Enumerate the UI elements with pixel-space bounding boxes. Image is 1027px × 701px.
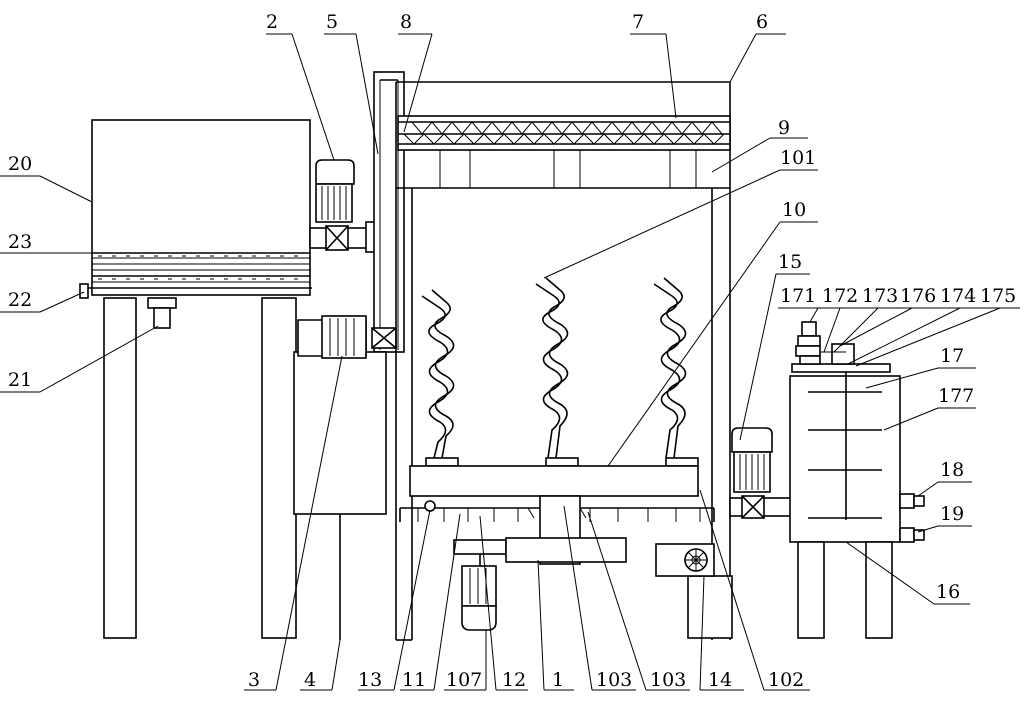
label-19: 19: [940, 503, 964, 525]
label-22: 22: [8, 289, 32, 311]
label-5: 5: [326, 11, 338, 33]
label-18: 18: [940, 459, 964, 481]
label-9: 9: [778, 117, 790, 139]
spiral-stirrers: [421, 277, 699, 467]
label-10: 10: [782, 199, 806, 221]
label-1: 1: [552, 669, 564, 691]
label-107: 107: [446, 669, 482, 691]
label-21: 21: [8, 369, 32, 391]
label-11: 11: [402, 669, 426, 691]
label-173: 173: [862, 285, 898, 307]
fan-14: [655, 543, 715, 577]
label-103a: 103: [596, 669, 632, 691]
label-2: 2: [266, 11, 278, 33]
storage-tank: [79, 119, 312, 639]
label-103b: 103: [650, 669, 686, 691]
mixing-tank: [789, 321, 925, 639]
motor-15: [729, 427, 793, 519]
label-12: 12: [502, 669, 526, 691]
motor-12: [461, 554, 497, 631]
label-175: 175: [980, 285, 1016, 307]
leader-lines: [0, 33, 1020, 691]
label-171: 171: [780, 285, 816, 307]
label-174: 174: [940, 285, 976, 307]
label-16: 16: [936, 581, 960, 603]
label-13: 13: [358, 669, 382, 691]
platform: [399, 465, 715, 565]
label-172: 172: [822, 285, 858, 307]
label-4: 4: [304, 669, 316, 691]
label-20: 20: [8, 153, 32, 175]
label-177: 177: [938, 385, 974, 407]
label-3: 3: [248, 669, 260, 691]
callout-labels: 2 5 8 7 6 9 101 10 15 171 172 173 176 17…: [8, 11, 1016, 691]
label-14: 14: [708, 669, 732, 691]
label-101: 101: [780, 147, 816, 169]
label-176: 176: [900, 285, 936, 307]
label-8: 8: [400, 11, 412, 33]
tank-4: [293, 315, 397, 640]
label-7: 7: [632, 11, 644, 33]
lift-pipe: [373, 71, 405, 353]
screw-conveyor: [397, 115, 731, 188]
label-6: 6: [756, 11, 768, 33]
filter-screen: [98, 255, 298, 280]
label-15: 15: [778, 251, 802, 273]
label-17: 17: [940, 345, 964, 367]
label-102: 102: [768, 669, 804, 691]
label-23: 23: [8, 231, 32, 253]
